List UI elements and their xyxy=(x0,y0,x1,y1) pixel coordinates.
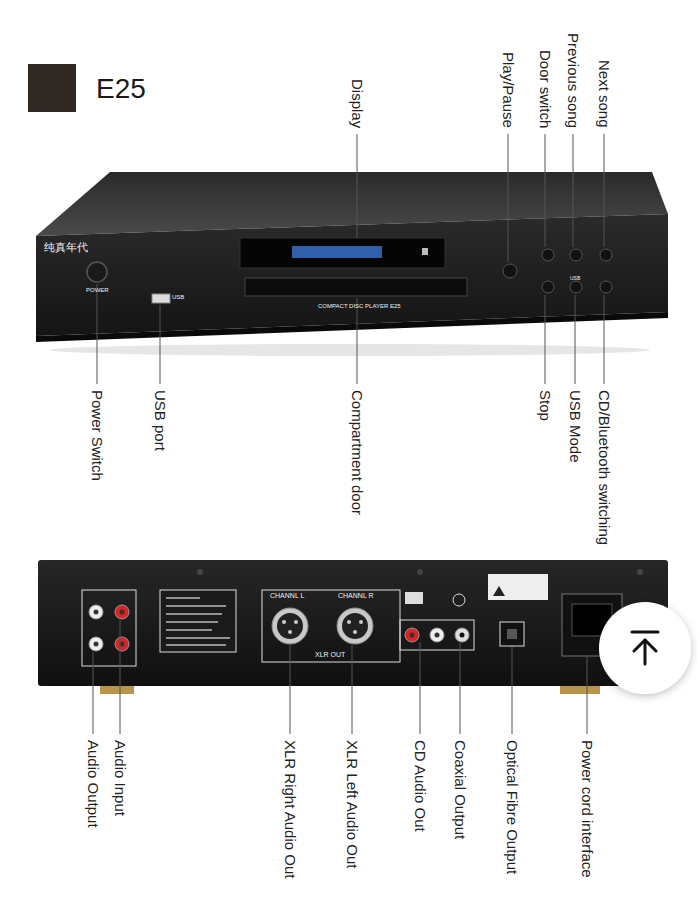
callout-label: Optical Fibre Output xyxy=(503,740,520,874)
callout-label: Next song xyxy=(595,60,612,128)
callout-label: XLR Right Audio Out xyxy=(281,740,298,878)
callout-label: Display xyxy=(348,79,365,128)
panel-text: COMPACT DISC PLAYER E25 xyxy=(318,303,401,310)
callout-label: Coaxial Output xyxy=(451,740,468,839)
callout-label: Power Switch xyxy=(88,390,105,481)
callout-label: Power cord interface xyxy=(578,740,595,878)
connector-text: CHANNL R xyxy=(338,592,374,600)
callout-label: Door switch xyxy=(536,50,553,128)
connector-text: CHANNL L xyxy=(270,592,304,600)
color-swatch xyxy=(28,64,76,112)
callout-label: Compartment door xyxy=(348,390,365,515)
callout-label: USB port xyxy=(151,390,168,451)
connector-text: XLR OUT xyxy=(315,651,345,659)
panel-text: USB xyxy=(172,294,184,301)
callout-label: Audio Output xyxy=(84,740,101,828)
callout-label: Stop xyxy=(536,390,553,421)
callout-label: Audio Input xyxy=(111,740,128,816)
brand-logo: 纯真年代 xyxy=(44,241,88,254)
callout-label: XLR Left Audio Out xyxy=(343,740,360,868)
model-name: E25 xyxy=(96,73,146,105)
callout-label: CD/Bluetooth switching xyxy=(595,390,612,545)
callout-label: Previous song xyxy=(564,33,581,128)
callout-label: USB Mode xyxy=(566,390,583,463)
callout-label: CD Audio Out xyxy=(411,740,428,832)
panel-text: POWER xyxy=(86,287,109,294)
callout-label: Play/Pause xyxy=(499,52,516,128)
button-text: USB xyxy=(570,276,580,282)
